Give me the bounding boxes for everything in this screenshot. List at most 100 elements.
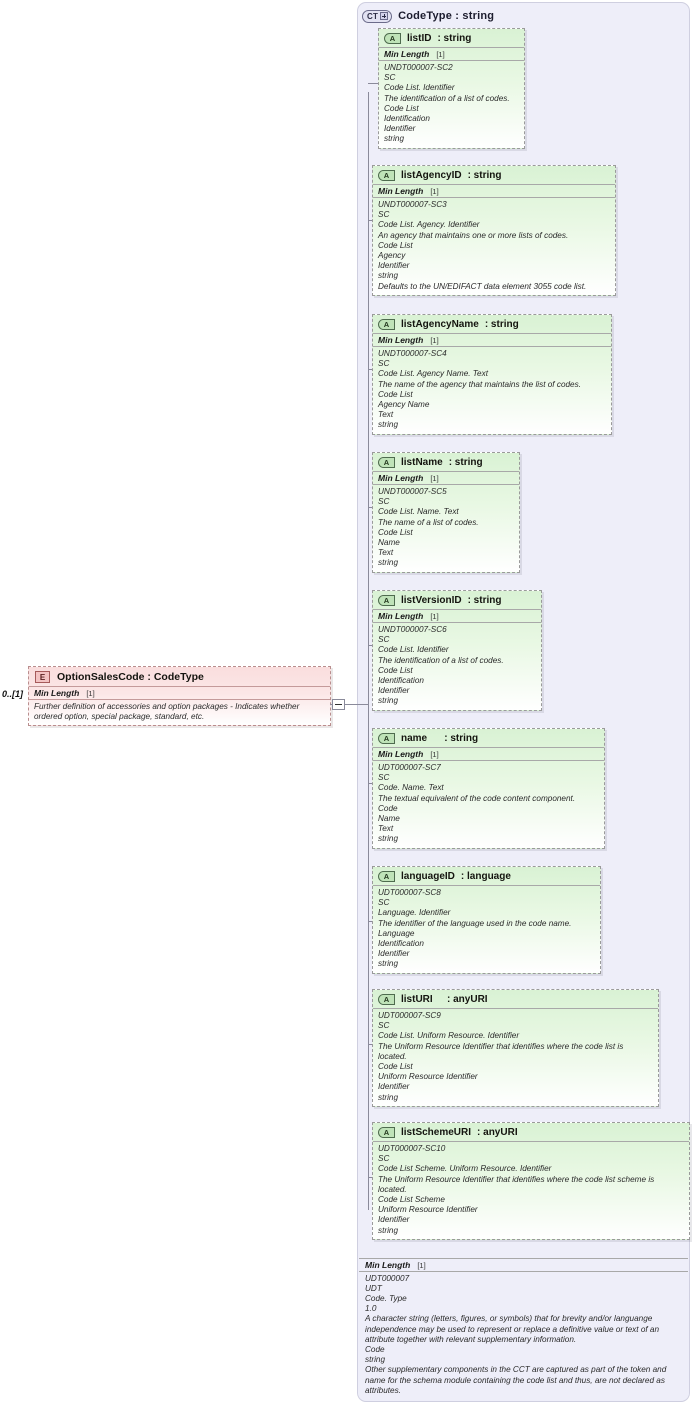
element-badge: E (35, 671, 50, 683)
attribute-doc-line: Code List. Uniform Resource. Identifier (378, 1031, 520, 1041)
attribute-doc-line: An agency that maintains one or more lis… (378, 230, 569, 240)
attribute-badge: A (378, 993, 395, 1005)
attribute-name: listVersionID (401, 594, 462, 606)
attribute-rule-row: Min Length[1] (373, 609, 541, 623)
attribute-doc-line: UDT000007-SC10 (378, 1144, 446, 1153)
attribute-rule-cardinality: [1] (430, 612, 439, 621)
attribute-rule-cardinality: [1] (430, 750, 439, 759)
complextype-badge[interactable]: CT (362, 9, 393, 23)
element-rule-row: Min Length [1] (29, 686, 330, 700)
complex-type-doc-line: UDT (365, 1283, 382, 1293)
attribute-doc-line: UNDT000007-SC3 (378, 200, 447, 209)
attribute-doc-line: UNDT000007-SC6 (378, 625, 447, 634)
attribute-doc-line: Code List (384, 103, 419, 113)
attribute-connector (368, 507, 372, 508)
complex-type-rule-row: Min Length [1] (359, 1257, 688, 1272)
attribute-doc-line: Agency Name (378, 400, 430, 410)
attribute-badge: A (378, 732, 395, 744)
element-box-optionsalescode[interactable]: E OptionSalesCode : CodeType Min Length … (28, 666, 331, 727)
attribute-doc-line: Identification (384, 114, 430, 124)
complex-type-rule-cardinality: [1] (417, 1260, 426, 1270)
attribute-doc-line: Code List (378, 527, 413, 537)
complex-type-doc-line: Code. Type (365, 1293, 407, 1303)
attribute-doc-line: string (378, 696, 399, 706)
attribute-connector (368, 921, 372, 922)
attribute-doc-line: The name of the agency that maintains th… (378, 379, 581, 389)
expand-plus-icon[interactable] (380, 12, 389, 20)
tree-trunk-line (368, 92, 369, 1210)
attribute-badge: A (378, 318, 395, 330)
attribute-doc-line: Language. Identifier (378, 908, 451, 918)
attribute-doc-line: Code List (378, 240, 413, 250)
complex-type-doc-line: Other supplementary components in the CC… (365, 1365, 667, 1395)
attribute-doc-line: SC (378, 359, 390, 369)
attribute-connector (368, 783, 372, 784)
attribute-rule-cardinality: [1] (430, 474, 439, 483)
attribute-badge: A (378, 870, 395, 882)
attribute-doc-line: Code List. Agency. Identifier (378, 220, 480, 230)
element-header: E OptionSalesCode : CodeType (29, 667, 330, 686)
attribute-badge: A (378, 1126, 395, 1138)
attribute-doc-line: string (378, 558, 399, 568)
attribute-doc-line: The identification of a list of codes. (384, 93, 510, 103)
attribute-doc-line: Identifier (378, 261, 410, 271)
complex-type-doc-line: A character string (letters, figures, or… (365, 1314, 660, 1344)
attribute-doc-line: Code List. Identifier (384, 83, 455, 93)
attribute-doc-line: Name (378, 814, 400, 824)
attribute-doc-line: Text (378, 548, 394, 558)
attribute-rule-row: Min Length[1] (373, 184, 615, 198)
attribute-doc-line: Identifier (378, 1215, 410, 1225)
attribute-doc-line: Code List (378, 665, 413, 675)
attribute-doc-line: string (384, 134, 405, 144)
attribute-doc-line: string (378, 271, 399, 281)
attribute-badge: A (384, 32, 401, 44)
attribute-doc-line: SC (378, 497, 390, 507)
attribute-doc-line: Code. Name. Text (378, 783, 444, 793)
attribute-rule-row: Min Length[1] (373, 333, 611, 347)
attribute-doc-line: Identifier (378, 949, 410, 959)
attribute-doc-line: string (378, 420, 399, 430)
attribute-name: listAgencyID (401, 169, 462, 181)
complex-type-header[interactable]: CT CodeType : string (362, 7, 494, 25)
attribute-doc-line: Name (378, 538, 400, 548)
attribute-connector (368, 1177, 372, 1178)
attribute-doc-line: string (378, 1092, 399, 1102)
collapse-minus-icon[interactable] (332, 699, 345, 710)
attribute-doc-line: string (378, 959, 399, 969)
attribute-connector (368, 83, 378, 84)
attribute-doc-line: Identifier (378, 1082, 410, 1092)
attribute-type: : string (484, 318, 519, 330)
complex-type-doc-line: 1.0 (365, 1304, 377, 1314)
attribute-doc-line: Text (378, 410, 394, 420)
element-rule-cardinality: [1] (86, 689, 95, 698)
complex-type-title: CodeType : string (398, 10, 495, 22)
attribute-separator (373, 1141, 689, 1142)
attribute-doc-line: UNDT000007-SC5 (378, 487, 447, 496)
attribute-doc-line: UNDT000007-SC2 (384, 63, 453, 72)
attribute-rule-cardinality: [1] (430, 187, 439, 196)
attribute-connector (368, 220, 372, 221)
attribute-rule-name: Min Length (378, 749, 424, 759)
attribute-doc-line: The name of a list of codes. (378, 517, 479, 527)
attribute-rule-name: Min Length (378, 335, 424, 345)
attribute-doc-line: UDT000007-SC7 (378, 763, 441, 772)
attribute-badge: A (378, 594, 395, 606)
attribute-doc-line: Text (378, 824, 394, 834)
